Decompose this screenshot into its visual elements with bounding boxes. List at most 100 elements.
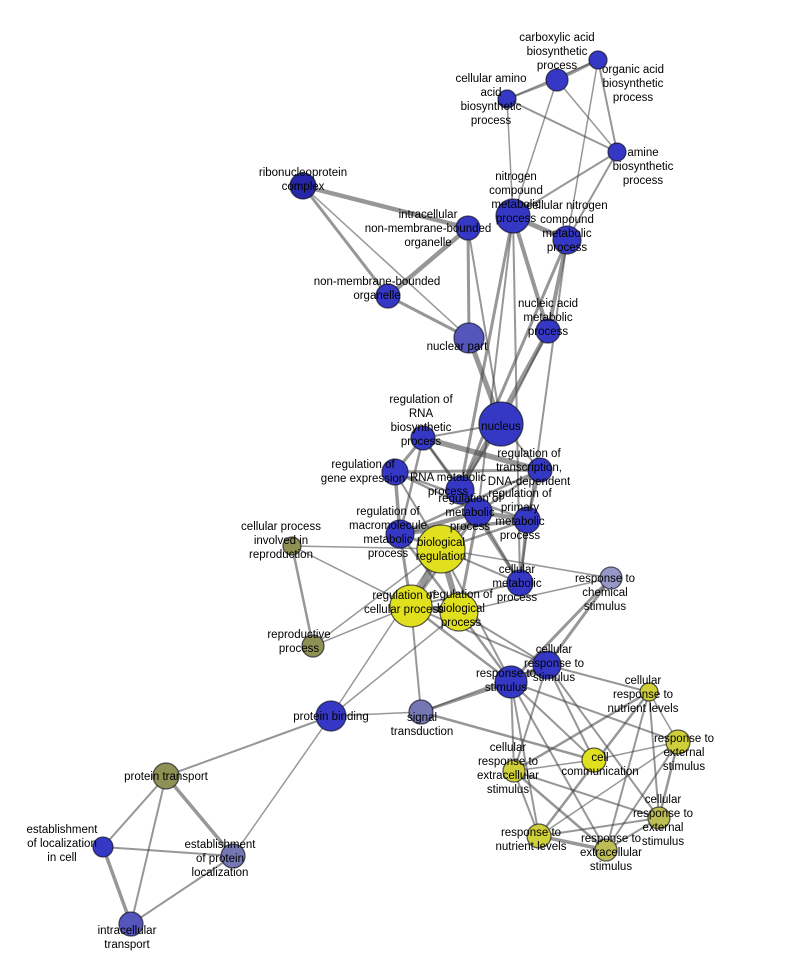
edge-cellprocrepro-reproproc bbox=[290, 544, 315, 648]
node-respnutrient[interactable] bbox=[526, 823, 552, 849]
node-amine[interactable] bbox=[607, 142, 627, 162]
node-organic[interactable] bbox=[588, 50, 608, 70]
edge-respstimulus-respchemical bbox=[509, 576, 613, 684]
node-nmb[interactable] bbox=[375, 283, 401, 309]
edge-cellamine-nitrogen bbox=[506, 98, 514, 217]
node-cellprocrepro[interactable] bbox=[282, 536, 302, 556]
edge-proteinbinding-bioregulation bbox=[330, 548, 442, 717]
node-bioregulation[interactable] bbox=[416, 524, 466, 574]
node-cellnitrogen[interactable] bbox=[552, 225, 582, 255]
node-intranmb[interactable] bbox=[455, 215, 481, 241]
edge-intranmb-nuclearpart bbox=[466, 226, 471, 340]
node-nuclearpart[interactable] bbox=[453, 322, 485, 354]
node-intracelltransport[interactable] bbox=[118, 911, 144, 937]
edge-cellamine-amine bbox=[506, 98, 618, 153]
edge-cellrespnutrient-cellrespextracell bbox=[512, 690, 651, 773]
edge-regrna-regmacromol bbox=[398, 436, 425, 536]
node-proteinbinding[interactable] bbox=[315, 700, 347, 732]
node-nitrogen[interactable] bbox=[495, 198, 531, 234]
node-respexternal[interactable] bbox=[665, 729, 691, 755]
node-nucleus[interactable] bbox=[478, 401, 524, 447]
node-estproteinloc[interactable] bbox=[220, 843, 246, 869]
node-cellrespstim[interactable] bbox=[532, 650, 562, 680]
edge-rnp-intranmb bbox=[300, 183, 471, 231]
node-cellcomm[interactable] bbox=[581, 747, 607, 773]
edge-nitrogen-nucleicacid bbox=[511, 214, 550, 333]
node-respstimulus[interactable] bbox=[494, 665, 528, 699]
nodes-layer bbox=[92, 50, 691, 937]
node-regbioproc[interactable] bbox=[439, 592, 479, 632]
node-nucleicacid[interactable] bbox=[535, 318, 561, 344]
node-rnp[interactable] bbox=[289, 172, 317, 200]
node-regrna[interactable] bbox=[410, 425, 436, 451]
edge-estproteinloc-intracelltransport bbox=[130, 855, 234, 925]
edge-estlocalization-intracelltransport bbox=[101, 845, 133, 926]
edge-cellrespstim-cellcomm bbox=[546, 664, 595, 761]
node-regtranscription[interactable] bbox=[527, 457, 553, 483]
label-proteinbinding: protein binding bbox=[293, 711, 368, 723]
node-cellamine[interactable] bbox=[497, 89, 517, 109]
node-cellrespnutrient[interactable] bbox=[639, 682, 659, 702]
edge-estlocalization-estproteinloc bbox=[102, 846, 234, 857]
edge-proteinbinding-proteintransport bbox=[165, 715, 332, 777]
edge-respstimulus-respextracell bbox=[510, 681, 607, 851]
node-respchemical[interactable] bbox=[599, 566, 623, 590]
edge-respexternal-respextracell bbox=[605, 741, 679, 851]
edge-respstimulus-respnutrient bbox=[510, 681, 540, 837]
node-regmacromol[interactable] bbox=[385, 519, 415, 549]
edge-cellnitrogen-rnametabolic bbox=[458, 238, 569, 492]
node-regcellproc[interactable] bbox=[389, 584, 433, 628]
edge-carboxylic-amine bbox=[556, 79, 618, 153]
edge-cellcomm-signaltrans bbox=[419, 710, 596, 762]
edge-intranmb-nmb bbox=[385, 225, 471, 299]
node-reproproc[interactable] bbox=[301, 634, 325, 658]
label-nucleus: nucleus bbox=[481, 421, 521, 433]
edge-cellcomm-cellrespextracell bbox=[513, 759, 595, 772]
node-cellrespexternal[interactable] bbox=[647, 806, 671, 830]
edge-amine-nitrogen bbox=[512, 151, 618, 217]
node-proteintransport[interactable] bbox=[152, 762, 180, 790]
edge-rnp-nuclearpart bbox=[302, 185, 470, 339]
node-reggeneexp[interactable] bbox=[381, 458, 409, 486]
label-nuclearpart: nuclear part bbox=[427, 341, 489, 353]
edge-regrna-regtranscription bbox=[420, 435, 543, 473]
edge-respexternal-cellcomm bbox=[593, 741, 679, 761]
node-respextracell[interactable] bbox=[594, 838, 618, 862]
node-regmetabolic[interactable] bbox=[463, 497, 493, 527]
node-estlocalization[interactable] bbox=[92, 836, 114, 858]
edge-amine-cellnitrogen bbox=[566, 151, 618, 241]
node-regprimary[interactable] bbox=[513, 506, 541, 534]
node-signaltrans[interactable] bbox=[408, 699, 434, 725]
edge-regbioproc-respchemical bbox=[458, 577, 612, 613]
node-carboxylic[interactable] bbox=[545, 68, 569, 92]
edge-cellrespstim-respchemical bbox=[545, 576, 613, 667]
edge-respstimulus-cellcomm bbox=[510, 681, 595, 761]
node-cellrespextracell[interactable] bbox=[502, 759, 526, 783]
node-cellmetabolic[interactable] bbox=[506, 569, 534, 597]
edge-cellrespstim-signaltrans bbox=[420, 664, 548, 713]
edge-proteintransport-estlocalization bbox=[102, 775, 167, 848]
node-rnametabolic[interactable] bbox=[445, 475, 475, 505]
